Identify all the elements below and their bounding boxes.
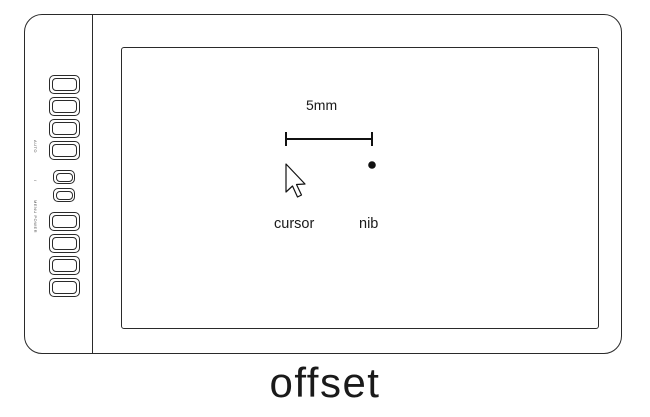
express-key-5	[49, 212, 80, 231]
bezel-divider	[92, 15, 93, 353]
nib-label: nib	[359, 216, 379, 232]
distance-bracket	[285, 132, 373, 146]
pen-display-outline	[24, 14, 622, 354]
caption-title: offset	[269, 359, 381, 406]
express-key-1	[49, 75, 80, 94]
express-key-4	[49, 141, 80, 160]
express-key-small-1	[53, 170, 75, 184]
pointer-icon	[285, 163, 306, 198]
cursor-label: cursor	[274, 216, 315, 232]
express-key-6	[49, 234, 80, 253]
distance-label: 5mm	[306, 97, 338, 113]
express-key-2	[49, 97, 80, 116]
express-key-3	[49, 119, 80, 138]
express-key-8	[49, 278, 80, 297]
express-key-small-2	[53, 188, 75, 202]
express-key-7	[49, 256, 80, 275]
active-screen-area	[121, 47, 599, 329]
nib-dot-icon	[368, 161, 376, 169]
